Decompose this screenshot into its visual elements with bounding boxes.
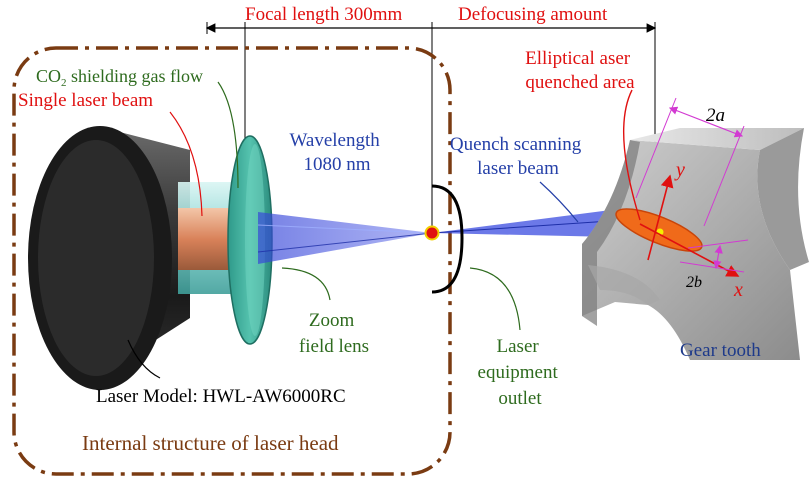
focal-point bbox=[424, 225, 440, 241]
outlet-label: Laser equipment outlet bbox=[478, 336, 563, 409]
laser-nozzle bbox=[28, 126, 190, 390]
outlet-leader bbox=[469, 267, 521, 331]
quench-label: Quench scanning laser beam bbox=[450, 134, 586, 179]
dim-2b-label: 2b bbox=[686, 274, 702, 291]
axis-x-label: x bbox=[733, 279, 743, 301]
laser-model-label: Laser Model: HWL-AW6000RC bbox=[96, 386, 346, 407]
laser-head-border bbox=[12, 46, 452, 476]
dim-2a-label: 2a bbox=[706, 105, 725, 126]
axis-y-label: y bbox=[674, 159, 685, 181]
focal-length-label: Focal length 300mm bbox=[245, 4, 402, 25]
elliptical-label: Elliptical aser quenched area bbox=[525, 48, 635, 93]
focusing-beam bbox=[258, 212, 432, 264]
single-beam-leader bbox=[169, 111, 203, 217]
co2-label: CO2 shielding gas flow bbox=[36, 66, 203, 89]
gear-tooth-label: Gear tooth bbox=[680, 340, 761, 361]
wavelength-label: Wavelength 1080 nm bbox=[289, 130, 384, 175]
defocusing-label: Defocusing amount bbox=[458, 4, 608, 25]
laser-head-title: Internal structure of laser head bbox=[82, 431, 339, 455]
quench-leader bbox=[539, 181, 579, 223]
elliptical-leader bbox=[622, 89, 641, 221]
axis-y-line bbox=[647, 174, 674, 261]
single-beam-label: Single laser beam bbox=[18, 90, 153, 111]
zoom-field-lens bbox=[227, 135, 273, 345]
zoom-leader bbox=[281, 267, 331, 301]
model-leader bbox=[127, 339, 161, 379]
co2-leader bbox=[217, 81, 239, 189]
zoom-label: Zoom field lens bbox=[299, 310, 369, 357]
laser-outlet-bracket bbox=[431, 184, 464, 294]
ellipse-dimensions bbox=[635, 97, 749, 273]
